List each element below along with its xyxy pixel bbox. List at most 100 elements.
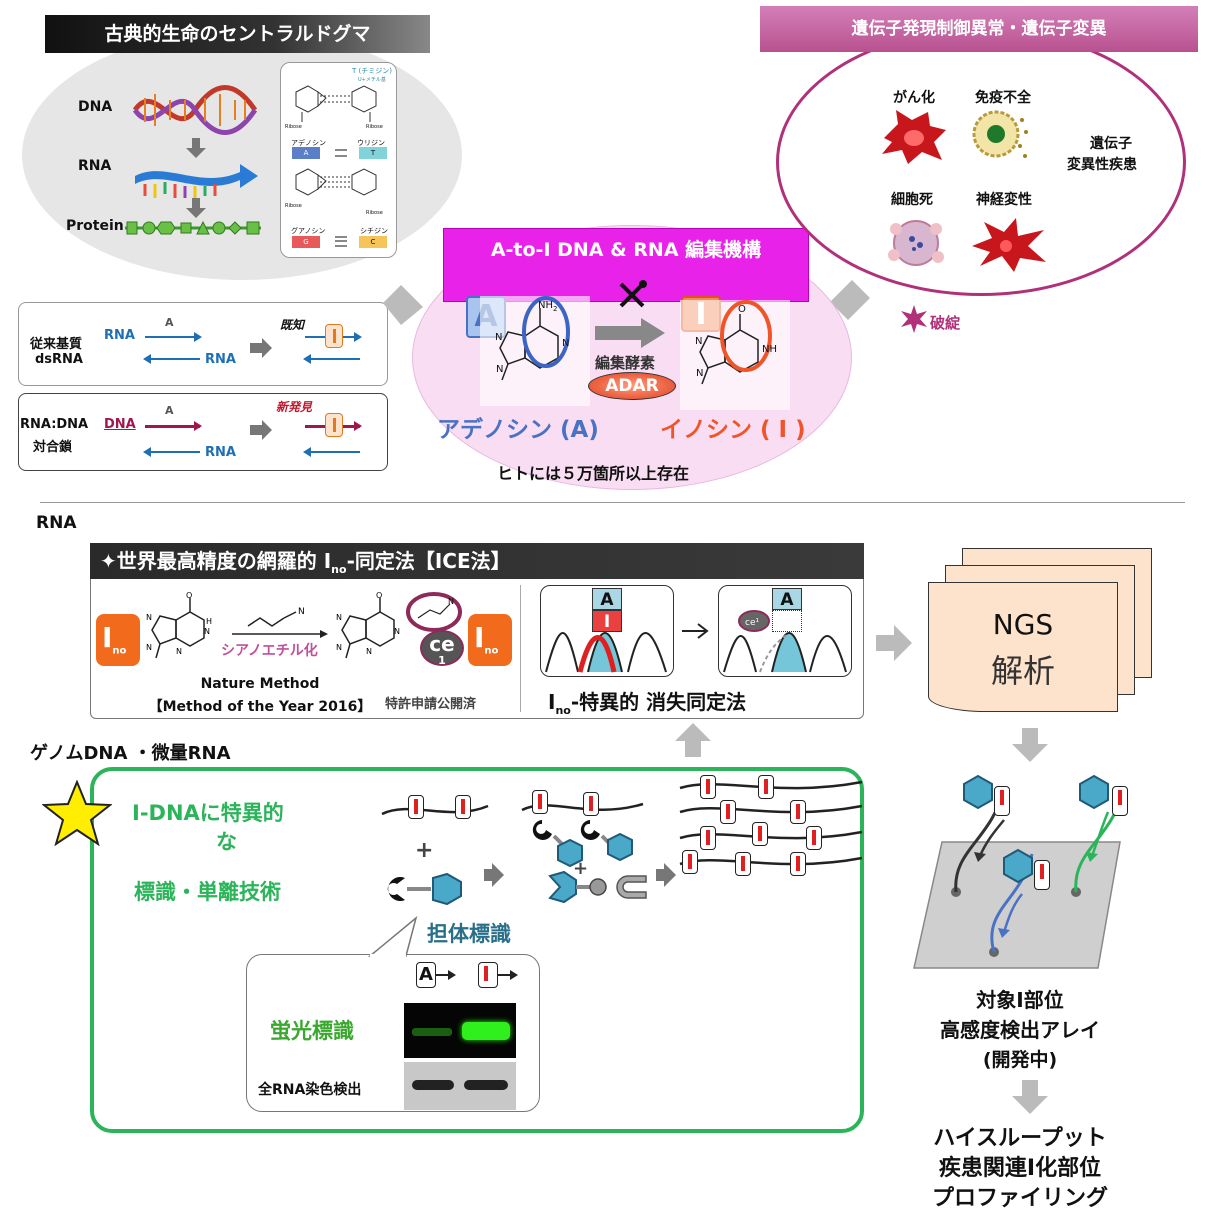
svg-text:N: N	[146, 643, 152, 652]
genetic-disease-1: 遺伝子	[1090, 136, 1132, 152]
fluor-band-a	[412, 1028, 452, 1036]
rna-label: RNA	[78, 158, 112, 174]
i-box-13	[735, 852, 751, 876]
cancer-label: がん化	[893, 90, 935, 106]
hypoxanthine-structure	[680, 300, 790, 410]
method-sub: no	[555, 704, 571, 717]
dna-helix-illustration	[132, 85, 258, 218]
array-illustration	[913, 774, 1122, 969]
chrom-i-box: I	[592, 610, 622, 632]
section-divider	[40, 502, 1185, 503]
genome-title: ゲノムDNA ・微量RNA	[30, 743, 231, 764]
immune-cell-icon	[972, 110, 1028, 158]
ino-badge-right: Ino	[468, 614, 512, 666]
bound-dna-illustration	[521, 802, 644, 868]
array-label-2: 高感度検出アレイ	[940, 1018, 1100, 1042]
svg-text:O: O	[186, 592, 192, 600]
rna-strand-bottom-1	[143, 354, 200, 364]
adenosine-label: アデノシン	[291, 139, 326, 147]
ino-sub-left: no	[112, 645, 127, 657]
ce-text: ce	[429, 632, 455, 656]
rna-top-label: RNA	[104, 328, 135, 343]
chrom-peaks-before	[545, 632, 667, 673]
ice-title-pre: ✦世界最高精度の網羅的 I	[100, 549, 332, 573]
guanosine-label: グアノシン	[291, 227, 326, 235]
i-box-new	[325, 413, 343, 437]
process-arrow-1	[250, 338, 272, 358]
i-box-9	[700, 826, 716, 850]
chrom-a-box-after: A	[772, 588, 802, 610]
rna-dna-label-1: RNA:DNA	[20, 417, 89, 432]
chrom-arrow	[682, 623, 709, 639]
i-dna-strand	[381, 804, 489, 816]
disease-title: 遺伝子発現制御異常・遺伝子変異	[760, 6, 1198, 52]
i-box-14	[790, 852, 806, 876]
rna-strand-top-1	[145, 332, 202, 342]
i-box-8	[790, 800, 806, 824]
svg-text:N: N	[448, 597, 454, 606]
dsrna-label-2: dsRNA	[35, 352, 83, 367]
lane-a-arrow	[436, 970, 456, 980]
i-box-4	[583, 792, 599, 816]
cell-death-label: 細胞死	[891, 192, 933, 208]
method-i: I	[548, 690, 556, 714]
ribose-label-1: Ribose	[285, 124, 302, 130]
ino-badge-left: Ino	[96, 614, 140, 666]
chrom-peaks-after	[723, 632, 847, 673]
known-label: 既知	[280, 318, 305, 332]
star-icon	[42, 780, 112, 846]
adenosine-name: アデノシン (A)	[437, 417, 599, 443]
array-label-1: 対象I部位	[976, 988, 1064, 1012]
lane-a-label: A	[416, 962, 436, 988]
site-count: ヒトには５万箇所以上存在	[497, 464, 690, 483]
ht-label-2: 疾患関連I化部位	[938, 1156, 1102, 1181]
svg-text:N: N	[366, 647, 372, 656]
i-box-12	[682, 850, 698, 874]
rna-dna-label-2: 対合鎖	[33, 440, 73, 455]
ribose-label-3: Ribose	[285, 203, 302, 209]
plus-sign-2: +	[573, 858, 589, 879]
enzyme-label: 編集酵素	[595, 354, 656, 372]
gray-arrow-to-disease	[830, 280, 870, 320]
a-site-label-1: A	[165, 316, 174, 329]
ribose-label-2: Ribose	[366, 124, 383, 130]
carrier-label: 担体標識	[427, 922, 511, 946]
i-box-6	[758, 775, 774, 799]
nh2-sub: 2	[553, 305, 558, 313]
patent-label: 特許申請公開済	[385, 697, 477, 712]
array-label-3: (開発中)	[982, 1049, 1058, 1071]
at-pair-structure	[295, 85, 377, 122]
feature-line-1b: な	[216, 830, 237, 854]
cell-death-icon	[888, 220, 944, 266]
dna-top-label: DNA	[104, 417, 136, 432]
array-i-box-1	[994, 786, 1010, 816]
i-box-known	[325, 324, 343, 348]
breakdown-label: 破綻	[930, 314, 961, 332]
cytidine-label: シチジン	[360, 227, 388, 235]
thymidine-sub: U+メチル基	[358, 77, 386, 83]
fluor-gel	[404, 1003, 516, 1058]
method-of-year-label: 【Method of the Year 2016】	[148, 699, 372, 715]
i-box-10	[752, 822, 768, 846]
chrom-dotted-box	[772, 610, 802, 632]
dna-strand-top	[145, 421, 202, 431]
thymidine-label: T (チミジン)	[352, 67, 392, 75]
ino-i-left: I	[102, 621, 113, 654]
fluor-band-i	[462, 1022, 510, 1040]
svg-text:N: N	[336, 643, 342, 652]
ino-i-right: I	[474, 621, 485, 654]
arrow-down-2	[1012, 1080, 1048, 1114]
adenine-n3: N	[496, 364, 504, 375]
svg-text:N: N	[336, 613, 342, 622]
rna-bottom-label-2: RNA	[205, 445, 236, 460]
a-site-label-2: A	[165, 404, 174, 417]
disease-panel	[776, 28, 1186, 296]
new-found-label: 新発見	[276, 400, 313, 414]
chrom-a-box: A	[592, 588, 622, 610]
cyanoethyl-label: シアノエチル化	[221, 643, 318, 659]
probe-icon	[387, 872, 462, 906]
genetic-disease-2: 変異性疾患	[1067, 157, 1137, 173]
ino-specific-method: Ino-特異的 消失同定法	[548, 686, 746, 717]
